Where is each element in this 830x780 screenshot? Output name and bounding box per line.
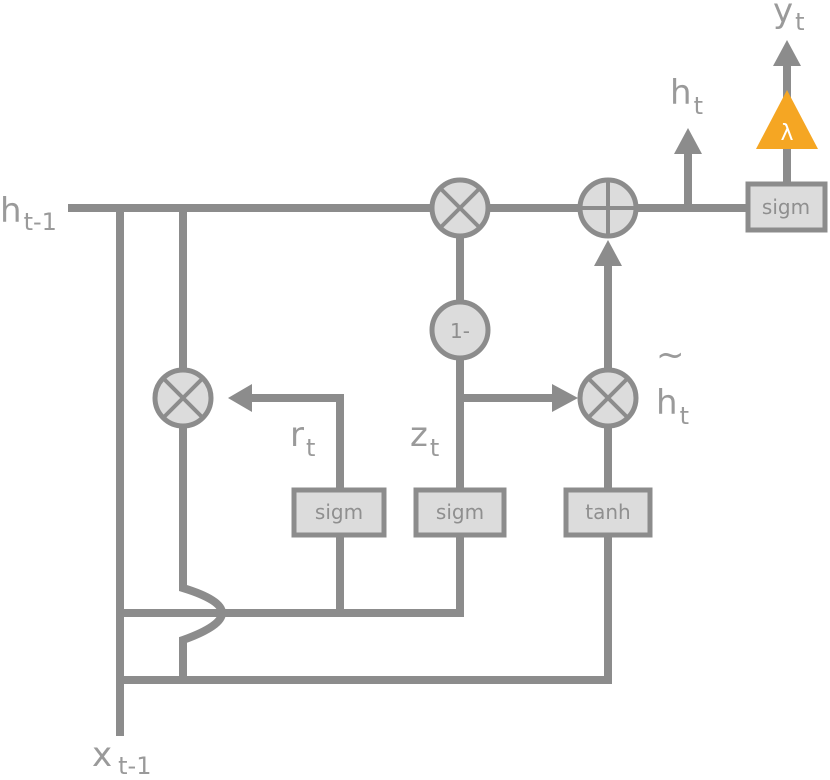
label-y-out: yt (773, 0, 805, 36)
label-h-tilde: ht (656, 383, 689, 430)
candidate-label: tanh (585, 500, 630, 524)
label-h-prev: ht-1 (0, 191, 57, 236)
reset-gate-label: sigm (315, 500, 363, 524)
output-label: sigm (762, 195, 810, 219)
tilde-accent: ~ (656, 335, 685, 375)
multiply-node-candidate (577, 367, 639, 429)
one-minus-label: 1- (450, 319, 470, 343)
lambda-node: λ (756, 90, 818, 149)
multiply-node-reset (152, 367, 214, 429)
reset-gate-box: sigm (291, 487, 387, 538)
label-r: rt (290, 415, 315, 462)
arrow-head-up (594, 240, 622, 266)
add-node (577, 177, 639, 239)
update-gate-box: sigm (413, 487, 507, 538)
multiply-icon (438, 186, 482, 230)
multiply-icon (161, 376, 205, 420)
update-gate-label: sigm (436, 500, 484, 524)
plus-icon (580, 180, 636, 236)
multiply-icon (586, 376, 630, 420)
output-box: sigm (745, 181, 828, 233)
label-z: zt (410, 415, 439, 462)
candidate-box: tanh (563, 487, 653, 538)
arrow-head-right (552, 384, 578, 412)
multiply-node-top (429, 177, 491, 239)
arrow-head-up (674, 128, 702, 154)
arrow-head-up (773, 40, 801, 66)
lambda-label: λ (780, 121, 793, 146)
label-h-out: ht (670, 73, 703, 120)
one-minus-node: 1- (429, 299, 491, 361)
arrow-head-left (228, 384, 252, 412)
